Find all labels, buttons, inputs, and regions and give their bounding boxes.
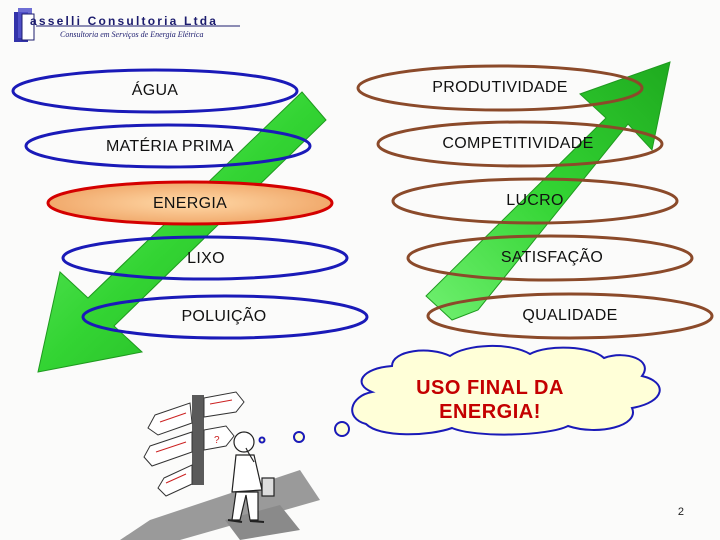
- thought-cloud: [258, 345, 661, 444]
- company-name: asselli Consultoria Ltda: [30, 14, 219, 28]
- resource-label-materia-prima: MATÉRIA PRIMA: [105, 138, 235, 155]
- callout-line-2: ENERGIA!: [439, 401, 541, 423]
- resource-ring: [11, 68, 299, 114]
- result-ring: [426, 292, 714, 340]
- result-ring: [376, 120, 664, 168]
- resource-label-poluicao: POLUIÇÃO: [181, 308, 267, 325]
- result-label-satisfacao: SATISFAÇÃO: [500, 249, 604, 266]
- resource-ring-highlight: [46, 180, 334, 226]
- callout-line-1: USO FINAL DA: [416, 377, 564, 399]
- result-ring: [391, 177, 679, 225]
- resource-label-agua: ÁGUA: [131, 82, 179, 99]
- company-tagline: Consultoria em Serviços de Energia Elétr…: [60, 30, 204, 39]
- result-label-produtividade: PRODUTIVIDADE: [432, 79, 568, 96]
- callout-text: USO FINAL DA ENERGIA!: [416, 376, 564, 424]
- result-ring: [356, 64, 644, 112]
- logo-mark: [14, 8, 240, 42]
- thinking-man-clipart: [225, 431, 300, 540]
- result-label-lucro: LUCRO: [506, 192, 564, 209]
- svg-text:?: ?: [214, 435, 220, 446]
- resource-label-lixo: LIXO: [187, 250, 225, 267]
- result-ring: [406, 234, 694, 282]
- resource-ring: [81, 294, 369, 340]
- resource-ring: [61, 235, 349, 281]
- resource-label-energia: ENERGIA: [152, 195, 228, 212]
- page-number: 2: [677, 506, 684, 518]
- result-label-qualidade: QUALIDADE: [522, 307, 618, 324]
- result-label-competitividade: COMPETITIVIDADE: [442, 135, 594, 152]
- resource-ring: [24, 123, 312, 169]
